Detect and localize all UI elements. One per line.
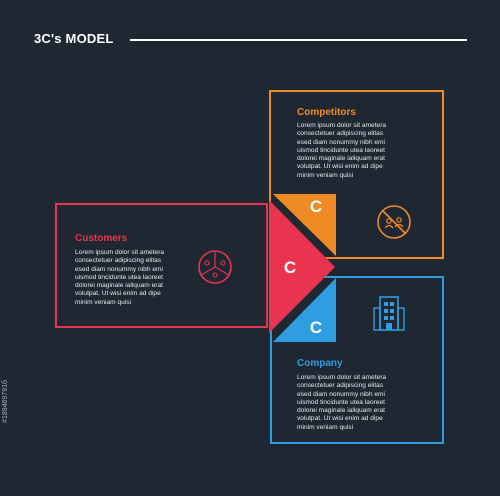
competitors-description: Lorem ipsum dolor sit ametera consectetu… — [297, 122, 387, 179]
competitors-heading: Competitors — [297, 107, 356, 118]
company-description: Lorem ipsum dolor sit ametera consectetu… — [297, 374, 387, 431]
title-divider — [130, 39, 467, 41]
competitors-box — [269, 90, 444, 259]
competitors-triangle — [273, 194, 336, 256]
customers-box — [55, 203, 268, 328]
company-heading: Company — [297, 358, 343, 369]
company-box — [270, 276, 444, 444]
customers-heading: Customers — [75, 233, 128, 244]
customers-triangle — [269, 200, 335, 333]
stock-id-watermark: #189469791б — [2, 380, 9, 423]
customers-letter: C — [284, 258, 296, 277]
company-letter: C — [310, 318, 322, 337]
customer-group-icon — [198, 250, 232, 284]
office-building-icon — [373, 296, 405, 331]
customers-description: Lorem ipsum dolor sit ametera consectetu… — [75, 249, 165, 306]
company-triangle — [273, 278, 336, 342]
page-title: 3C's MODEL — [34, 31, 114, 46]
no-competition-icon — [377, 205, 411, 239]
competitors-letter: C — [310, 197, 322, 216]
